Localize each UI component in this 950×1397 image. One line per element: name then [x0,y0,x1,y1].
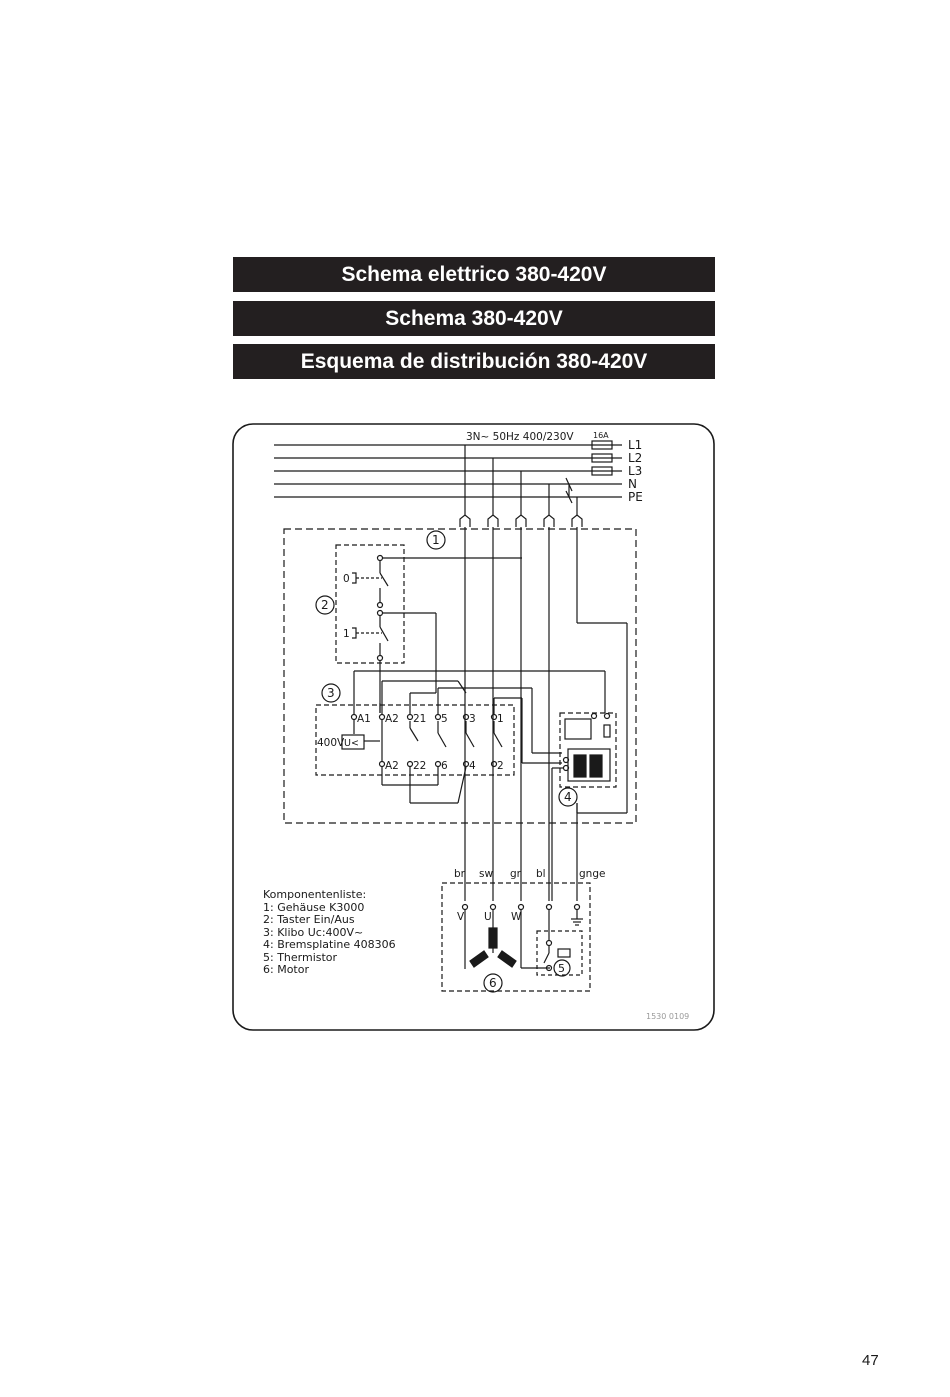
line-label-l2: L2 [628,451,642,465]
callout-circle-5 [553,959,571,977]
contactor-terminal-1: 1 [497,713,504,725]
contactor-terminal-6: 6 [441,760,448,772]
fuse-label: 16A [593,431,609,440]
wire-color-gr: gr [510,868,522,880]
drawing-number: 1530 0109 [646,1012,689,1021]
component-list-item: 5: Thermistor [263,951,338,964]
motor-terminal-u: U [484,911,492,923]
component-list: Komponentenliste: 1: Gehäuse K3000 2: Ta… [263,888,396,976]
wire-color-gnge: gnge [579,868,605,880]
line-label-n: N [628,477,637,491]
contactor-terminal-22: 22 [413,760,426,772]
line-label-l3: L3 [628,464,642,478]
contactor-terminal-3: 3 [469,713,476,725]
switch-off-label: 0 [343,573,350,585]
callout-circle-3 [321,683,341,703]
component-list-item: 6: Motor [263,963,309,976]
contactor-terminal-2: 2 [497,760,504,772]
callout-circle-2 [315,595,335,615]
power-wiring [464,527,628,901]
callout-circle-1 [426,530,446,550]
wiring-diagram: 3N~ 50Hz 400/230V 16A L1 L2 L3 N PE 1 2 … [232,423,715,1031]
wire-color-sw: sw [479,868,493,880]
callout-number-1: 1 [432,533,440,547]
callout-circle-6 [483,973,503,993]
contactor [315,704,515,776]
page-number: 47 [862,1352,879,1369]
wire-color-bl: bl [536,868,546,880]
callout-number-6: 6 [489,976,497,990]
motor [441,882,591,992]
title-italian: Schema elettrico 380-420V [233,257,715,292]
title-german: Schema 380-420V [233,301,715,336]
control-wiring [353,670,606,804]
supply-label: 3N~ 50Hz 400/230V [466,431,574,443]
component-list-item: 2: Taster Ein/Aus [263,913,355,926]
wire-color-br: br [454,868,466,880]
motor-terminal-v: V [457,911,465,923]
coil-voltage-label: 400V [317,737,345,749]
title-spanish: Esquema de distribución 380-420V [233,344,715,379]
switch-on-label: 1 [343,628,350,640]
brake-board [551,712,617,901]
diagram-frame [232,423,715,1031]
component-list-item: 1: Gehäuse K3000 [263,901,364,914]
contactor-terminal-21: 21 [413,713,426,725]
component-list-heading: Komponentenliste: [263,888,366,901]
component-list-item: 3: Klibo Uc:400V~ [263,926,363,939]
contactor-terminal-a2-top: A2 [385,713,399,725]
housing-boundary [283,528,637,824]
contactor-terminal-a1: A1 [357,713,371,725]
line-label-pe: PE [628,490,643,504]
callout-circle-4 [558,787,578,807]
supply-bus [274,440,622,504]
supply-drops [459,445,583,527]
contactor-terminal-5: 5 [441,713,448,725]
contactor-terminal-4: 4 [469,760,476,772]
contactor-terminal-a2-bottom: A2 [385,760,399,772]
motor-terminal-w: W [511,911,522,923]
callout-number-4: 4 [564,790,572,804]
coil-symbol-label: U< [344,738,359,749]
callout-number-5: 5 [558,962,565,975]
component-list-item: 4: Bremsplatine 408306 [263,938,396,951]
line-label-l1: L1 [628,438,642,452]
callout-number-3: 3 [327,686,335,700]
callout-number-2: 2 [321,598,329,612]
